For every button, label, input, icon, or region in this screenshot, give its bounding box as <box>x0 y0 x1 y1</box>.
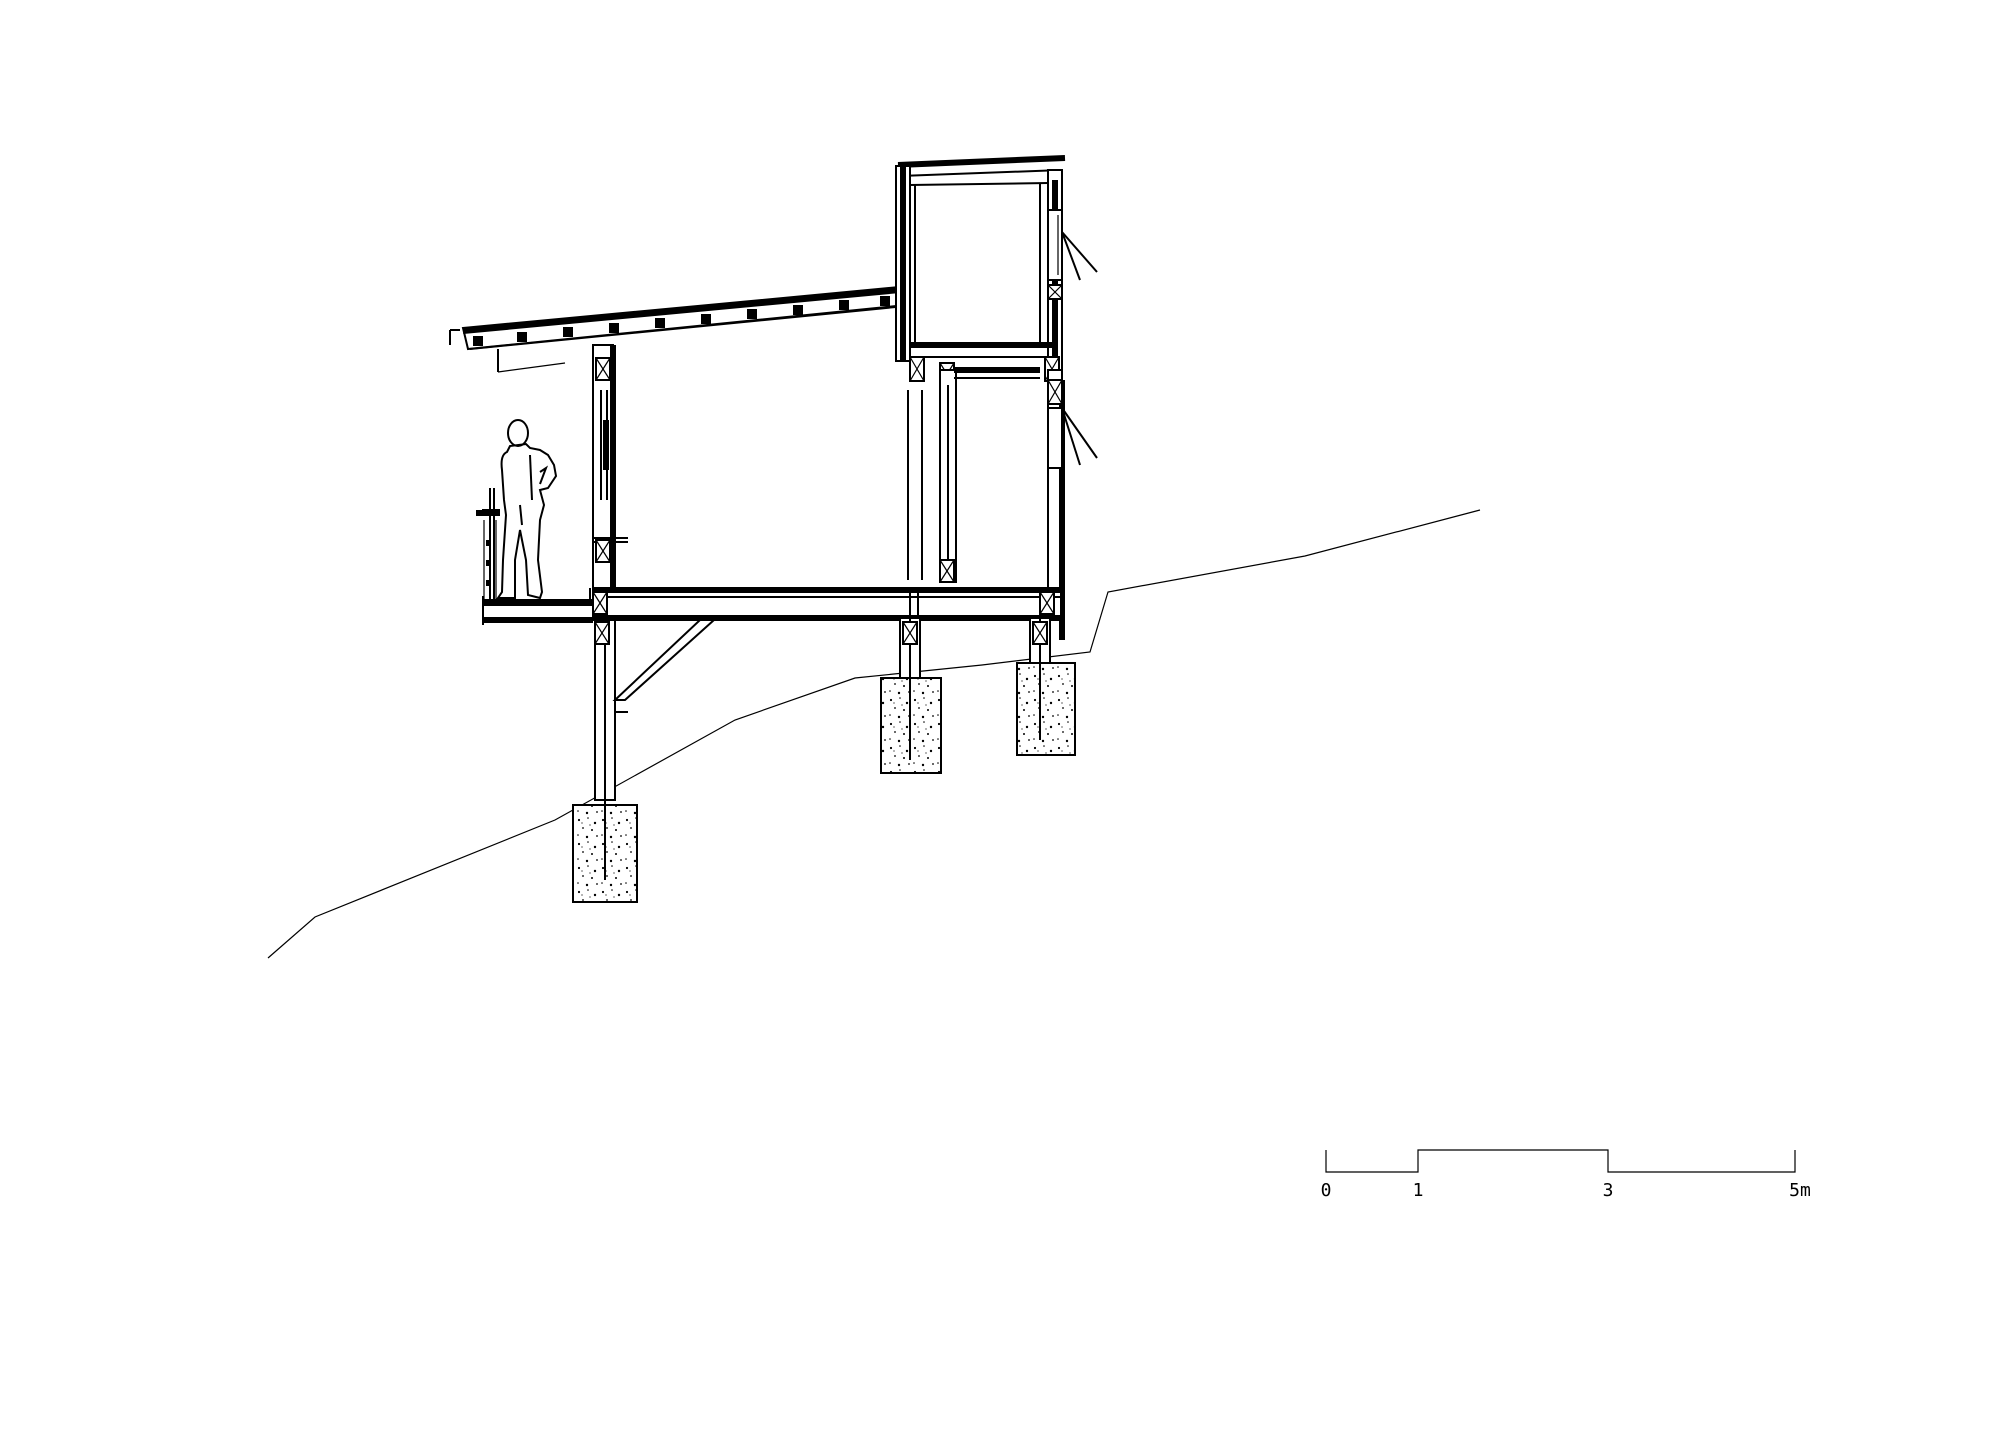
upper-window <box>1047 209 1098 300</box>
scale-label-3: 3 <box>1603 1180 1614 1201</box>
support-structure <box>594 617 1051 801</box>
balcony-railing <box>476 488 500 600</box>
floor-deck <box>482 587 1062 625</box>
sloped-roof <box>449 285 908 373</box>
person-figure <box>496 419 558 600</box>
scale-label-5m: 5m <box>1789 1180 1811 1201</box>
scale-bar: 0 1 3 5m <box>1321 1149 1811 1201</box>
scale-label-0: 0 <box>1321 1180 1332 1201</box>
concrete-footings <box>572 662 1076 903</box>
upper-tower <box>895 155 1066 382</box>
scale-label-1: 1 <box>1413 1180 1424 1201</box>
ground-line <box>267 509 1481 959</box>
lower-window <box>1047 407 1098 469</box>
